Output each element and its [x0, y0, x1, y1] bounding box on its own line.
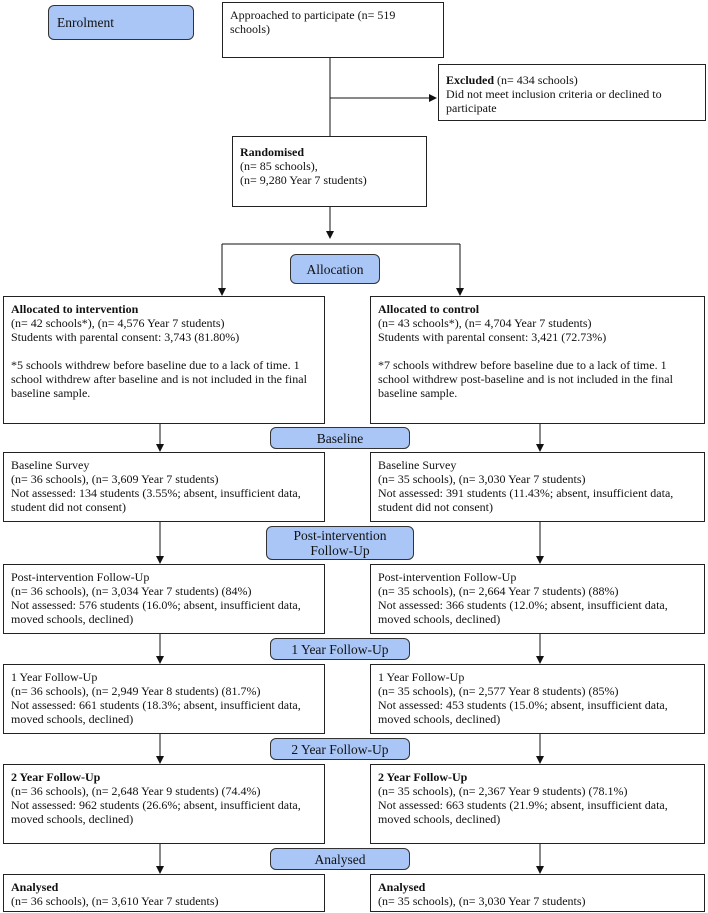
intervention-baseline-text: Baseline Survey (n= 36 schools), (n= 3,6… [11, 458, 301, 514]
control-post-text: Post-intervention Follow-Up (n= 35 schoo… [378, 570, 668, 626]
intervention-year2-box: 2 Year Follow-Up (n= 36 schools), (n= 2,… [3, 764, 325, 844]
intervention-analysed-text: (n= 36 schools), (n= 3,610 Year 7 studen… [11, 894, 219, 908]
intervention-analysed-title: Analysed [11, 880, 59, 894]
stage-2-year-follow-up: 2 Year Follow-Up [270, 738, 410, 760]
control-baseline-text: Baseline Survey (n= 35 schools), (n= 3,0… [378, 458, 674, 514]
intervention-post-box: Post-intervention Follow-Up (n= 36 schoo… [3, 564, 325, 634]
intervention-baseline-box: Baseline Survey (n= 36 schools), (n= 3,6… [3, 452, 325, 522]
control-post-box: Post-intervention Follow-Up (n= 35 schoo… [370, 564, 705, 634]
intervention-analysed-box: Analysed (n= 36 schools), (n= 3,610 Year… [3, 874, 325, 912]
control-year1-box: 1 Year Follow-Up (n= 35 schools), (n= 2,… [370, 664, 705, 734]
intervention-post-text: Post-intervention Follow-Up (n= 36 schoo… [11, 570, 301, 626]
control-allocated-title: Allocated to control [378, 302, 480, 316]
stage-allocation: Allocation [290, 254, 380, 284]
excluded-count: (n= 434 schools) [494, 73, 578, 87]
control-year2-text: (n= 35 schools), (n= 2,367 Year 9 studen… [378, 784, 668, 826]
intervention-allocated-text: (n= 42 schools*), (n= 4,576 Year 7 stude… [11, 316, 307, 400]
intervention-year2-text: (n= 36 schools), (n= 2,648 Year 9 studen… [11, 784, 301, 826]
randomised-text: (n= 85 schools), (n= 9,280 Year 7 studen… [240, 159, 367, 187]
control-analysed-title: Analysed [378, 880, 426, 894]
approached-box: Approached to participate (n= 519 school… [222, 2, 444, 58]
excluded-box: Excluded (n= 434 schools) Did not meet i… [438, 64, 706, 121]
control-analysed-box: Analysed (n= 35 schools), (n= 3,030 Year… [370, 874, 705, 912]
intervention-year1-box: 1 Year Follow-Up (n= 36 schools), (n= 2,… [3, 664, 325, 734]
approached-text: Approached to participate (n= 519 school… [230, 8, 396, 36]
randomised-title: Randomised [240, 145, 305, 159]
intervention-allocated-box: Allocated to intervention (n= 42 schools… [3, 296, 325, 424]
stage-analysed: Analysed [270, 848, 410, 870]
stage-baseline: Baseline [270, 427, 410, 449]
control-year2-title: 2 Year Follow-Up [378, 770, 468, 784]
stage-1-year-follow-up: 1 Year Follow-Up [270, 638, 410, 660]
intervention-allocated-title: Allocated to intervention [11, 302, 139, 316]
control-allocated-box: Allocated to control (n= 43 schools*), (… [370, 296, 705, 424]
stage-enrolment: Enrolment [48, 5, 194, 40]
intervention-year1-text: 1 Year Follow-Up (n= 36 schools), (n= 2,… [11, 670, 301, 726]
control-analysed-text: (n= 35 schools), (n= 3,030 Year 7 studen… [378, 894, 586, 908]
control-allocated-text: (n= 43 schools*), (n= 4,704 Year 7 stude… [378, 316, 673, 400]
randomised-box: Randomised (n= 85 schools), (n= 9,280 Ye… [232, 136, 427, 207]
control-year2-box: 2 Year Follow-Up (n= 35 schools), (n= 2,… [370, 764, 705, 844]
control-year1-text: 1 Year Follow-Up (n= 35 schools), (n= 2,… [378, 670, 668, 726]
control-baseline-box: Baseline Survey (n= 35 schools), (n= 3,0… [370, 452, 705, 522]
excluded-reason: Did not meet inclusion criteria or decli… [446, 87, 662, 115]
intervention-year2-title: 2 Year Follow-Up [11, 770, 101, 784]
excluded-title: Excluded [446, 73, 495, 87]
stage-post-intervention: Post-intervention Follow-Up [266, 526, 414, 560]
